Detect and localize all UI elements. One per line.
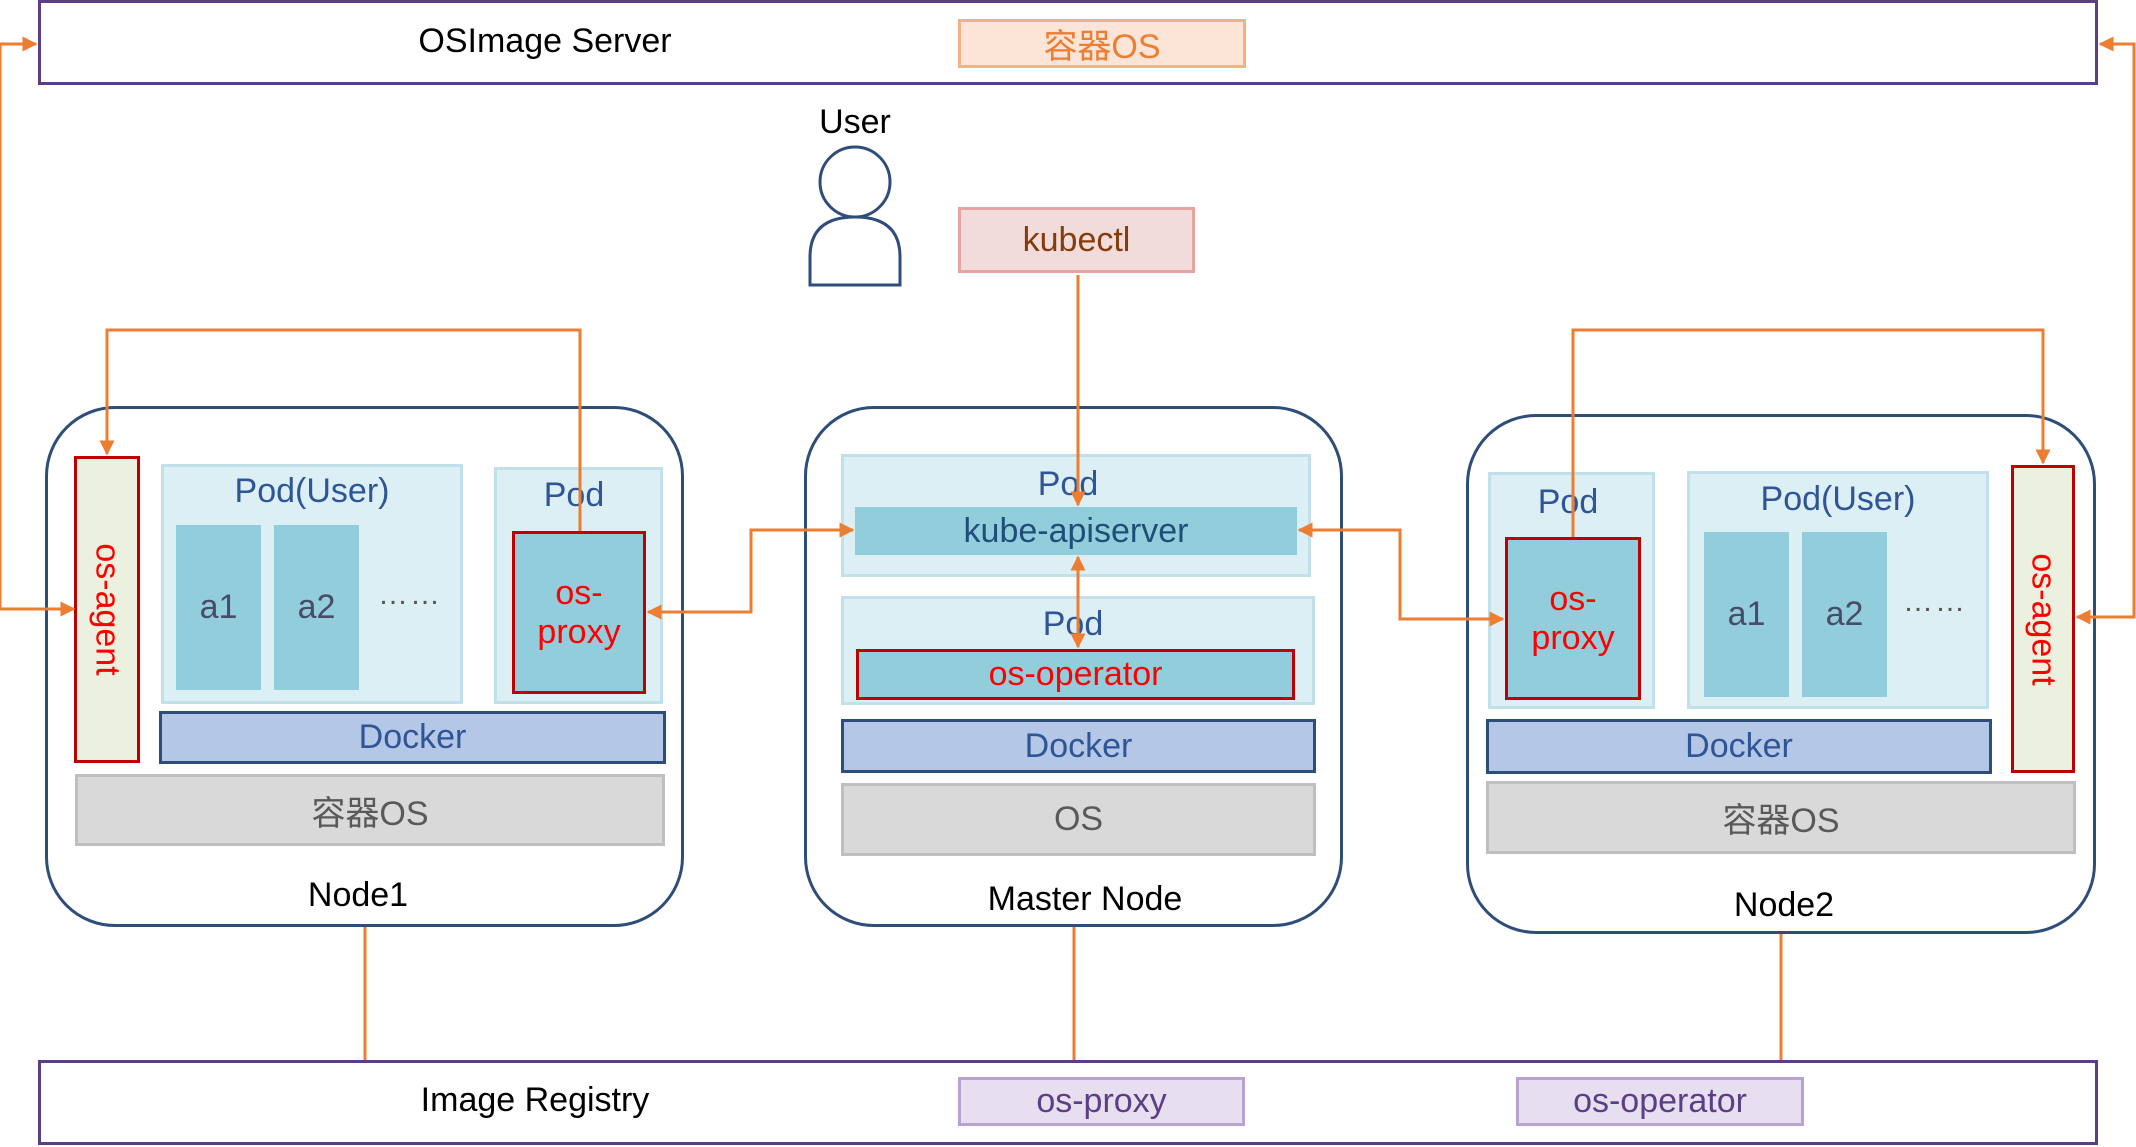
- node1-pod-user-label: Pod(User): [234, 471, 390, 510]
- node1-container-a1: a1: [176, 525, 261, 690]
- osimage-server-badge: 容器OS: [958, 19, 1246, 68]
- master-pod-apiserver-label: Pod: [1037, 464, 1099, 503]
- image-registry-title: Image Registry: [420, 1080, 650, 1119]
- os-operator-box: os-operator: [856, 649, 1295, 700]
- node2-pod-label: Pod: [1537, 482, 1599, 521]
- wire-node2-proxy-agent: [1571, 328, 2051, 537]
- wire-node1-proxy-apiserver: [646, 522, 855, 620]
- node2-pod-user-label: Pod(User): [1760, 479, 1916, 518]
- node2-os-proxy-line2: proxy: [1531, 618, 1615, 657]
- user-icon: [808, 145, 902, 287]
- node2-container-a1: a1: [1704, 532, 1789, 697]
- kube-apiserver-box: kube-apiserver: [855, 507, 1297, 555]
- osimage-server-title: OSImage Server: [418, 22, 672, 61]
- node2-label: Node2: [1733, 885, 1835, 924]
- node2-docker: Docker: [1486, 719, 1992, 774]
- wire-node1-proxy-agent: [99, 328, 582, 531]
- wire-osimage-node2-agent: [2075, 36, 2136, 625]
- image-registry-os-proxy: os-proxy: [958, 1077, 1245, 1126]
- node2-os-proxy: os- proxy: [1505, 537, 1641, 700]
- image-registry-os-operator: os-operator: [1516, 1077, 1804, 1126]
- node1-os-proxy-line1: os-: [555, 573, 603, 612]
- master-node-label: Master Node: [987, 879, 1183, 918]
- node2-container-a2: a2: [1802, 532, 1887, 697]
- node1-os-proxy: os- proxy: [512, 531, 646, 694]
- master-docker: Docker: [841, 719, 1316, 773]
- node1-os-agent: os-agent: [74, 456, 140, 763]
- wire-osimage-node1-agent: [0, 36, 76, 617]
- node2-os: 容器OS: [1486, 781, 2076, 854]
- node1-os: 容器OS: [75, 774, 665, 846]
- node2-os-agent: os-agent: [2011, 465, 2075, 773]
- node2-more-dots: ……: [1903, 585, 1967, 618]
- osimage-server: [38, 0, 2098, 85]
- user-label: User: [819, 103, 891, 142]
- node1-pod-label: Pod: [543, 475, 605, 514]
- node1-docker: Docker: [159, 711, 666, 764]
- node1-os-proxy-line2: proxy: [537, 612, 621, 651]
- wire-apiserver-node2-proxy: [1297, 522, 1505, 627]
- node1-more-dots: ……: [378, 578, 442, 611]
- node2-os-proxy-line1: os-: [1549, 579, 1597, 618]
- kubectl-box: kubectl: [958, 207, 1195, 273]
- node1-label: Node1: [307, 875, 409, 914]
- master-os: OS: [841, 783, 1316, 856]
- node1-container-a2: a2: [274, 525, 359, 690]
